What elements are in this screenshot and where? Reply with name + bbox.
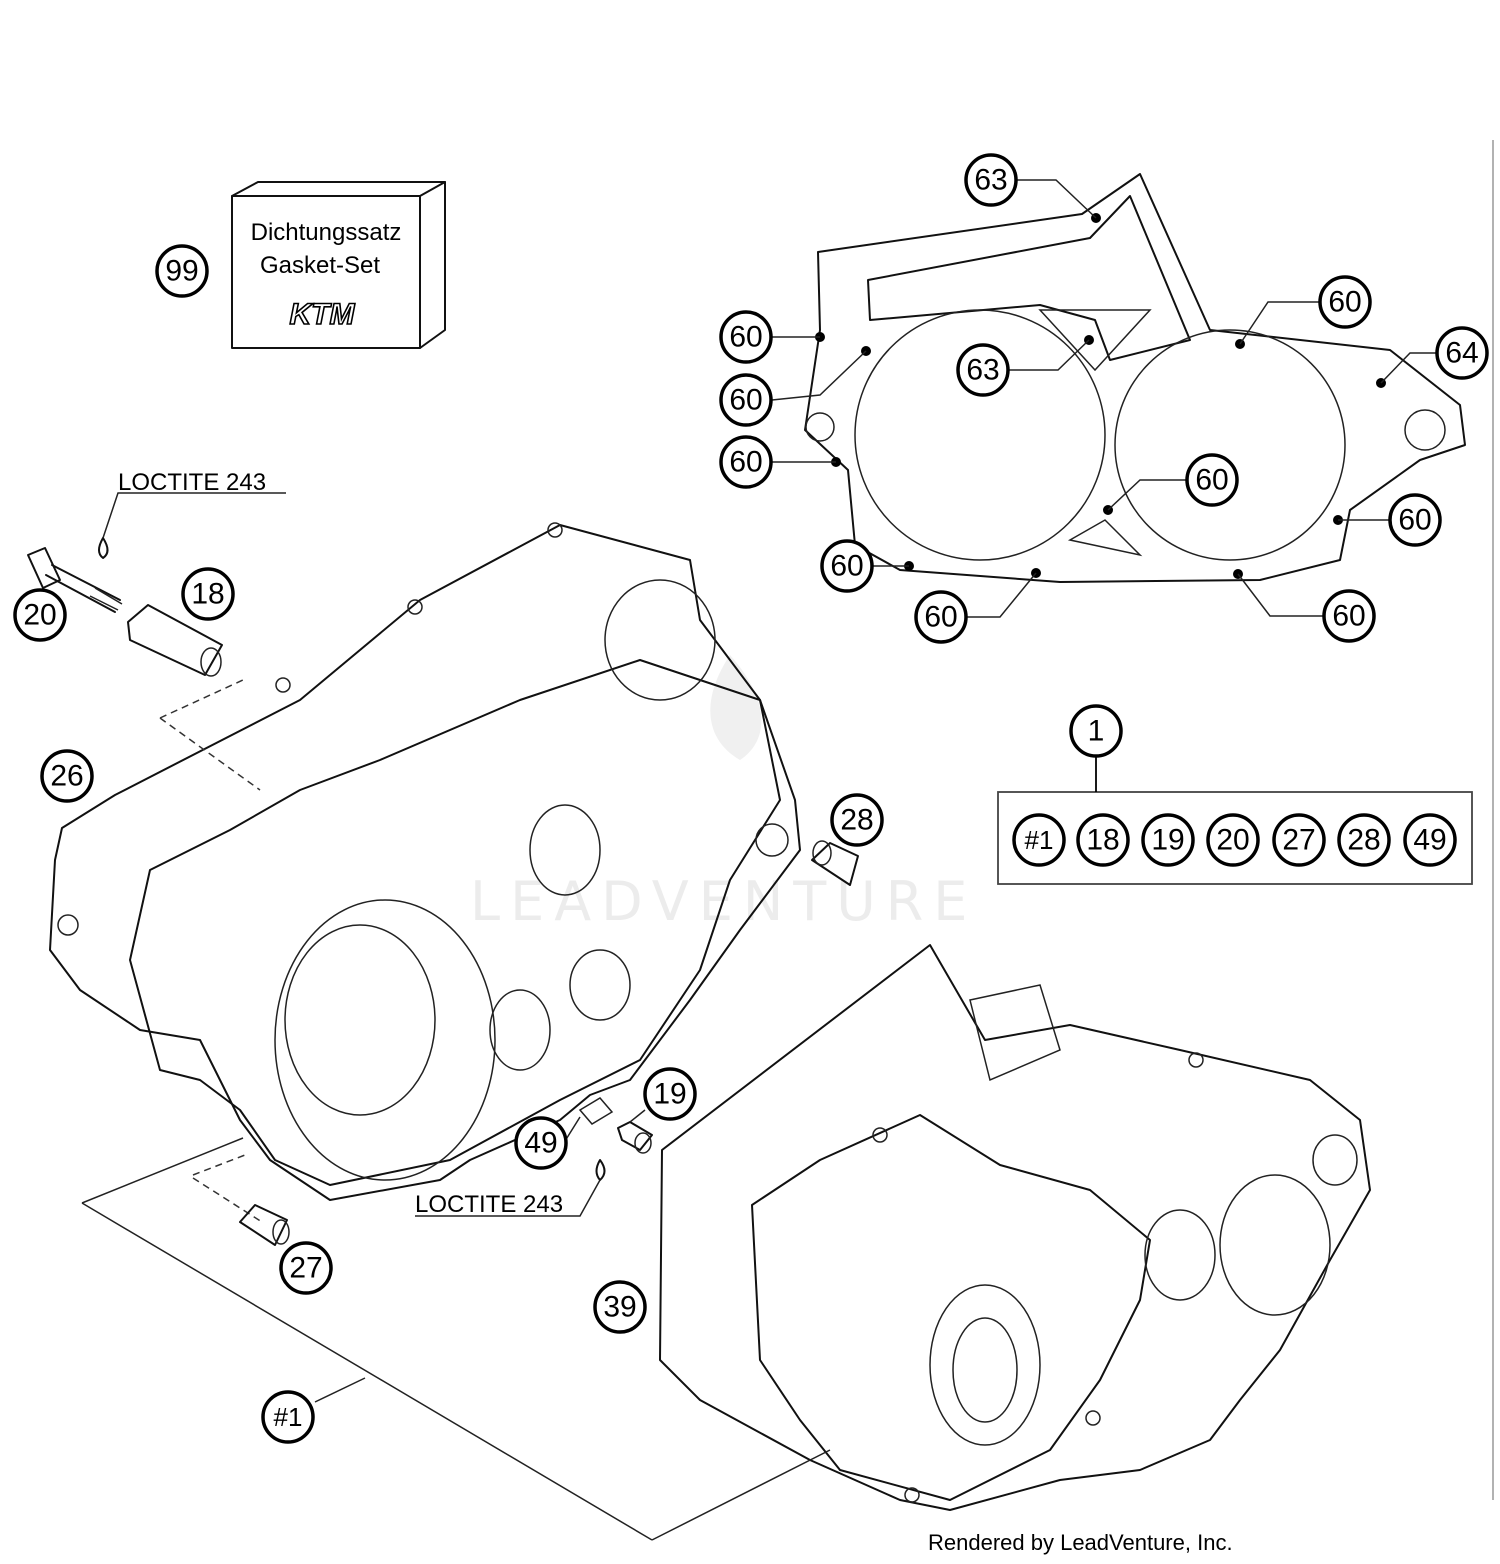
callout-60-g: 60 (820, 539, 874, 593)
callout-1-assembly: #1 (261, 1390, 315, 1444)
svg-text:99: 99 (165, 255, 198, 288)
svg-text:49: 49 (1413, 824, 1446, 857)
small-bolt-19 (595, 1121, 653, 1181)
svg-text:28: 28 (840, 804, 873, 837)
kit-box (997, 756, 1473, 885)
svg-text:63: 63 (974, 164, 1007, 197)
svg-text:60: 60 (1332, 600, 1365, 633)
svg-text:49: 49 (524, 1127, 557, 1160)
svg-text:60: 60 (1195, 464, 1228, 497)
gasket-holes (815, 213, 1386, 579)
render-credit: Rendered by LeadVenture, Inc. (928, 1530, 1233, 1555)
ignition-cover-gasket (804, 173, 1466, 583)
dashed-guides (159, 679, 263, 1223)
callout-1: 1 (1069, 704, 1123, 758)
right-crankcase-half (659, 944, 1371, 1511)
callout-60-b: 60 (719, 310, 773, 364)
watermark: LEADVENTURE (470, 655, 977, 933)
callout-64: 64 (1435, 326, 1489, 380)
gasket-set-label-de: Dichtungssatz (251, 219, 402, 246)
svg-text:27: 27 (289, 1252, 322, 1285)
callout-60-i: 60 (1322, 589, 1376, 643)
svg-text:60: 60 (830, 550, 863, 583)
kit-item-20: 20 (1206, 813, 1260, 867)
callout-60-e: 60 (1185, 453, 1239, 507)
callout-99: 99 (155, 244, 209, 298)
callout-60-c: 60 (719, 373, 773, 427)
svg-text:19: 19 (1151, 824, 1184, 857)
callout-63-mid: 63 (956, 343, 1010, 397)
gasket-set-box: Dichtungssatz Gasket-Set KTM (231, 181, 446, 349)
left-crankcase-half (49, 522, 801, 1201)
washer-49 (578, 1097, 614, 1125)
kit-item-18: 18 (1076, 813, 1130, 867)
gasket-set-label-en: Gasket-Set (260, 252, 380, 279)
assembly-bracket (81, 1137, 831, 1541)
svg-text:60: 60 (924, 601, 957, 634)
svg-text:60: 60 (729, 446, 762, 479)
loctite-note-bottom: LOCTITE 243 (415, 1191, 563, 1218)
callout-60-a: 60 (1318, 275, 1372, 329)
svg-text:#1: #1 (1025, 825, 1054, 855)
callout-39: 39 (593, 1280, 647, 1334)
svg-text:1: 1 (1088, 715, 1105, 748)
callout-60-f: 60 (1388, 493, 1442, 547)
svg-text:39: 39 (603, 1291, 636, 1324)
svg-text:26: 26 (50, 760, 83, 793)
kit-item-27: 27 (1272, 813, 1326, 867)
kit-item-28: 28 (1337, 813, 1391, 867)
callout-60-h: 60 (914, 590, 968, 644)
leader-lines (102, 179, 1436, 1217)
svg-text:18: 18 (191, 578, 224, 611)
callout-20: 20 (13, 588, 67, 642)
loctite-note-top: LOCTITE 243 (118, 469, 266, 496)
svg-text:64: 64 (1445, 337, 1478, 370)
callout-60-d: 60 (719, 435, 773, 489)
sleeve-28 (811, 840, 859, 886)
bolt-part (27, 537, 123, 613)
callout-18: 18 (181, 567, 235, 621)
svg-text:27: 27 (1282, 824, 1315, 857)
dowel-sleeve-part (127, 604, 223, 677)
kit-item-49: 49 (1403, 813, 1457, 867)
callout-27: 27 (279, 1241, 333, 1295)
callout-28: 28 (830, 793, 884, 847)
svg-text:20: 20 (1216, 824, 1249, 857)
kit-item-1: #1 (1012, 813, 1066, 867)
sleeve-27 (239, 1204, 290, 1246)
svg-text:#1: #1 (274, 1402, 303, 1432)
ktm-logo: KTM (290, 298, 356, 331)
callout-49: 49 (514, 1116, 568, 1170)
callout-26: 26 (40, 749, 94, 803)
svg-text:18: 18 (1086, 824, 1119, 857)
svg-text:28: 28 (1347, 824, 1380, 857)
kit-item-19: 19 (1141, 813, 1195, 867)
callout-63-top: 63 (964, 153, 1018, 207)
callout-19: 19 (643, 1067, 697, 1121)
svg-text:60: 60 (729, 384, 762, 417)
watermark-text: LEADVENTURE (470, 870, 977, 933)
svg-text:63: 63 (966, 354, 999, 387)
svg-text:20: 20 (23, 599, 56, 632)
svg-text:60: 60 (729, 321, 762, 354)
svg-text:60: 60 (1398, 504, 1431, 537)
svg-text:60: 60 (1328, 286, 1361, 319)
svg-text:19: 19 (653, 1078, 686, 1111)
